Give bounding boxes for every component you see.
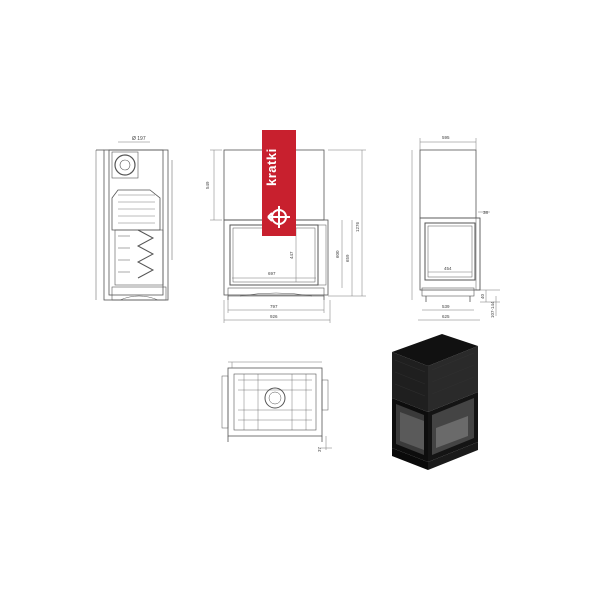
flue-outlet-circle — [114, 154, 136, 176]
right-dim-opening-width: 454 — [444, 266, 452, 271]
kratki-logo-icon — [267, 206, 290, 228]
front-dim-total-width: 926 — [270, 314, 278, 319]
right-dim-top-width: 595 — [442, 135, 450, 140]
kratki-logo-text: kratki — [264, 148, 279, 186]
front-dim-side-height: 659 — [345, 254, 350, 262]
kratki-logo-banner: kratki — [262, 130, 296, 236]
plan-view-drawing — [221, 367, 329, 442]
right-dimension-lines — [411, 138, 500, 321]
plan-dim-corner: 37 — [317, 446, 322, 452]
render-upper-left-panel — [392, 352, 428, 412]
side-diameter-label: Ø 197 — [132, 136, 146, 142]
right-view-drawing — [419, 149, 481, 302]
plan-dimension-lines — [228, 361, 332, 450]
front-dim-opening-height: 447 — [289, 251, 294, 259]
front-dimension-lines — [210, 149, 366, 323]
front-dim-top-height: 549 — [205, 181, 210, 189]
right-dim-offset: 38 — [483, 210, 489, 215]
right-dim-base-width: 539 — [442, 304, 450, 309]
render-upper-right-panel — [428, 346, 478, 412]
plan-flue-circle — [264, 387, 286, 409]
front-dim-opening-width: 697 — [268, 271, 276, 276]
side-view-drawing — [95, 149, 173, 301]
right-dim-floor-height: 40 — [480, 293, 485, 299]
right-dim-leg-range: 107-144 — [490, 301, 495, 318]
front-dim-base-width: 797 — [270, 304, 278, 309]
fireplace-3d-render — [392, 334, 478, 470]
right-dim-total-width: 625 — [442, 314, 450, 319]
front-dim-total-height: 1276 — [355, 221, 360, 232]
front-dim-door-height: 600 — [335, 250, 340, 258]
